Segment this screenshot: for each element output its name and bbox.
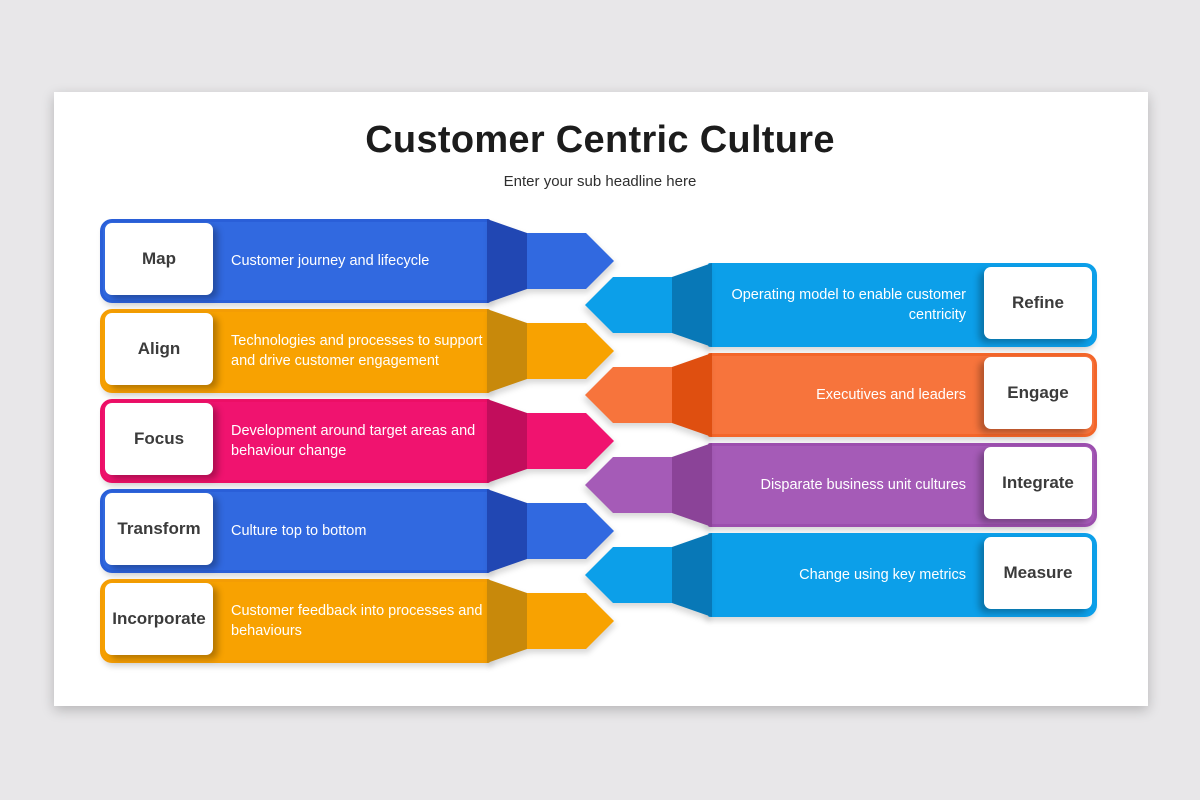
step-label: Align: [137, 339, 181, 358]
process-row-engage: Engage Executives and leaders: [585, 353, 1097, 437]
process-row-transform: Transform Culture top to bottom: [100, 489, 614, 573]
step-label: Engage: [1007, 383, 1069, 402]
process-row-integrate: Integrate Disparate business unit cultur…: [585, 443, 1097, 527]
step-label-box: Refine: [984, 267, 1092, 339]
step-label-box: Map: [105, 223, 213, 295]
step-label: Refine: [1012, 293, 1064, 312]
step-description: Change using key metrics: [799, 567, 966, 583]
step-label: Incorporate: [112, 609, 206, 628]
step-label-box: Focus: [105, 403, 213, 475]
step-label-box: Align: [105, 313, 213, 385]
process-row-map: Map Customer journey and lifecycle: [100, 219, 614, 303]
step-label: Integrate: [1002, 473, 1074, 492]
step-label: Transform: [117, 519, 201, 538]
process-row-focus: Focus Development around target areas an…: [100, 399, 614, 483]
process-row-refine: Refine Operating model to enable custome…: [585, 263, 1097, 347]
arrow-left-icon: [585, 263, 712, 347]
step-description: Disparate business unit cultures: [760, 477, 966, 493]
step-description: Customer feedback into processes and beh…: [231, 603, 483, 639]
step-label: Focus: [133, 429, 185, 448]
step-label-box: Incorporate: [105, 583, 213, 655]
arrow-right-icon: [487, 309, 614, 393]
page-subtitle: Enter your sub headline here: [503, 173, 697, 190]
arrow-left-icon: [585, 533, 712, 617]
arrow-right-icon: [487, 399, 614, 483]
step-label-box: Engage: [984, 357, 1092, 429]
arrow-right-icon: [487, 489, 614, 573]
process-row-align: Align Technologies and processes to supp…: [100, 309, 614, 393]
process-row-measure: Measure Change using key metrics: [585, 533, 1097, 617]
page-title: Customer Centric Culture: [365, 119, 835, 161]
process-row-incorporate: Incorporate Customer feedback into proce…: [100, 579, 614, 663]
step-description: Culture top to bottom: [231, 523, 367, 539]
arrow-right-icon: [487, 579, 614, 663]
step-description: Operating model to enable customer centr…: [731, 287, 966, 323]
step-label-box: Transform: [105, 493, 213, 565]
arrow-right-icon: [487, 219, 614, 303]
arrow-left-icon: [585, 353, 712, 437]
step-description: Development around target areas and beha…: [231, 423, 476, 459]
step-label-box: Integrate: [984, 447, 1092, 519]
step-description: Customer journey and lifecycle: [231, 253, 430, 269]
step-description: Executives and leaders: [816, 387, 966, 403]
step-description: Technologies and processes to support an…: [231, 333, 483, 369]
arrow-left-icon: [585, 443, 712, 527]
step-label: Map: [142, 249, 176, 268]
step-label-box: Measure: [984, 537, 1092, 609]
step-label: Measure: [1003, 563, 1073, 582]
